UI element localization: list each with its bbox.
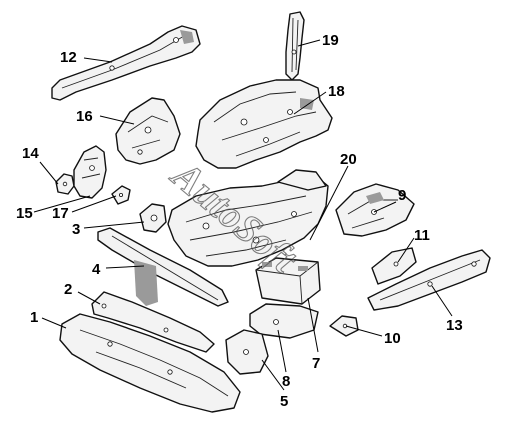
callout-11: 11 [414,227,430,244]
part-17-upper-rail [51,25,201,101]
part-13-small-bracket [55,173,75,195]
callout-labels: 12 19 18 16 14 15 17 3 4 2 1 5 8 7 20 9 … [16,32,463,410]
callout-15: 17 [52,205,69,222]
part-5-bracket [225,329,269,375]
callout-4: 4 [92,261,101,278]
part-4-cross-member [97,227,229,307]
part-18-apron-panel [195,79,333,169]
leader-lines [33,39,453,391]
callout-12: 13 [446,317,463,334]
part-center-frame [167,169,329,267]
callout-17: 12 [60,49,77,66]
callout-7: 7 [312,355,320,372]
callout-8: 8 [282,373,290,390]
part-19-pillar [285,11,305,81]
callout-18: 18 [328,83,345,100]
part-2-support [91,291,215,353]
part-3-mount [139,203,167,233]
callout-1: 1 [30,309,38,326]
callout-5: 5 [280,393,288,410]
callout-20: 20 [340,151,357,168]
callout-3: 3 [72,221,80,238]
callout-16: 16 [76,108,93,125]
part-14-bracket-assembly [73,145,107,199]
callout-10: 10 [384,330,401,347]
part-1-undertray [59,313,241,413]
callout-9: 9 [398,187,406,204]
callout-19: 19 [322,32,339,49]
callout-14: 15 [16,205,33,222]
callout-13: 14 [22,145,39,162]
part-10-small-bracket [329,315,359,337]
part-9-side-panel [335,183,415,237]
part-battery [255,257,321,305]
part-16-bracket [115,97,181,165]
part-12-rail [367,249,491,311]
part-15-clip [111,185,131,205]
part-11-bracket [371,247,417,285]
callout-2: 2 [64,281,72,298]
